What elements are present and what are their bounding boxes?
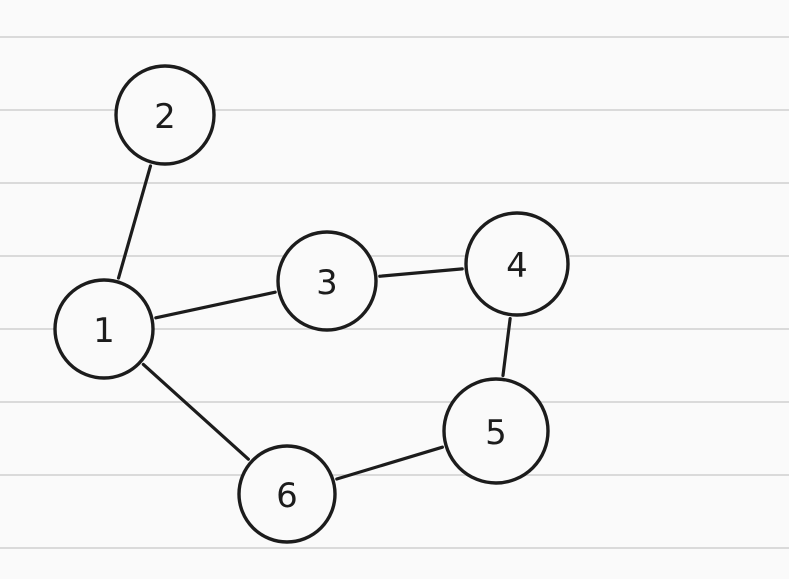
node-1: 1: [53, 278, 155, 380]
edge-1-2: [116, 164, 153, 280]
edge-3-4: [378, 267, 464, 278]
node-circle: [276, 230, 378, 332]
edge-4-5: [501, 316, 512, 378]
node-circle: [114, 64, 216, 166]
node-4: 4: [464, 211, 570, 317]
node-3: 3: [276, 230, 378, 332]
node-label: 2: [154, 97, 176, 137]
node-circle: [442, 377, 550, 485]
node-5: 5: [442, 377, 550, 485]
edge-1-3: [154, 290, 277, 320]
node-label: 4: [506, 246, 528, 286]
node-label: 5: [485, 413, 507, 453]
node-circle: [53, 278, 155, 380]
node-6: 6: [237, 444, 337, 544]
node-circle: [237, 444, 337, 544]
node-layer: 1 2 3 4 5 6: [53, 64, 570, 544]
node-label: 1: [93, 311, 115, 351]
node-circle: [464, 211, 570, 317]
node-2: 2: [114, 64, 216, 166]
node-label: 6: [276, 476, 298, 516]
node-label: 3: [316, 263, 338, 303]
edge-5-6: [335, 445, 444, 481]
edge-6-1: [141, 362, 250, 461]
edge-layer: [116, 164, 512, 481]
